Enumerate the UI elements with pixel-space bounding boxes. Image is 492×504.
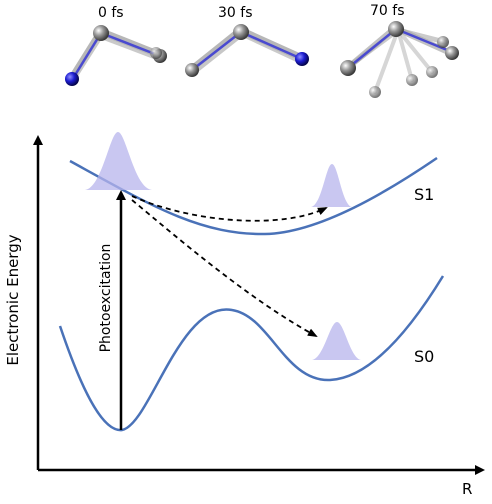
y-axis-label: Electronic Energy <box>4 234 22 365</box>
wavepacket-franck-condon <box>85 132 152 190</box>
relaxation-path-s0 <box>131 199 318 337</box>
snapshot-label-0fs: 0 fs <box>98 5 124 21</box>
s1-label: S1 <box>414 185 434 204</box>
energy-axes: Electronic Energy R <box>4 135 485 498</box>
snapshot-30fs: 30 fs <box>185 5 309 77</box>
wavepacket-s1 <box>311 164 352 207</box>
molecule-0fs-icon <box>65 25 167 86</box>
molecule-70fs-icon <box>340 21 459 98</box>
wavepacket-s0 <box>312 322 361 360</box>
snapshot-70fs: 70 fs <box>340 3 459 98</box>
snapshot-label-30fs: 30 fs <box>218 5 253 21</box>
x-axis-label: R <box>462 480 472 498</box>
photoexcitation-label: Photoexcitation <box>98 244 114 353</box>
snapshot-label-70fs: 70 fs <box>370 3 405 19</box>
s1-curve <box>69 156 438 236</box>
snapshot-0fs: 0 fs <box>65 5 167 86</box>
s0-curve <box>58 275 445 432</box>
s0-label: S0 <box>414 347 434 366</box>
molecule-30fs-icon <box>185 24 309 77</box>
